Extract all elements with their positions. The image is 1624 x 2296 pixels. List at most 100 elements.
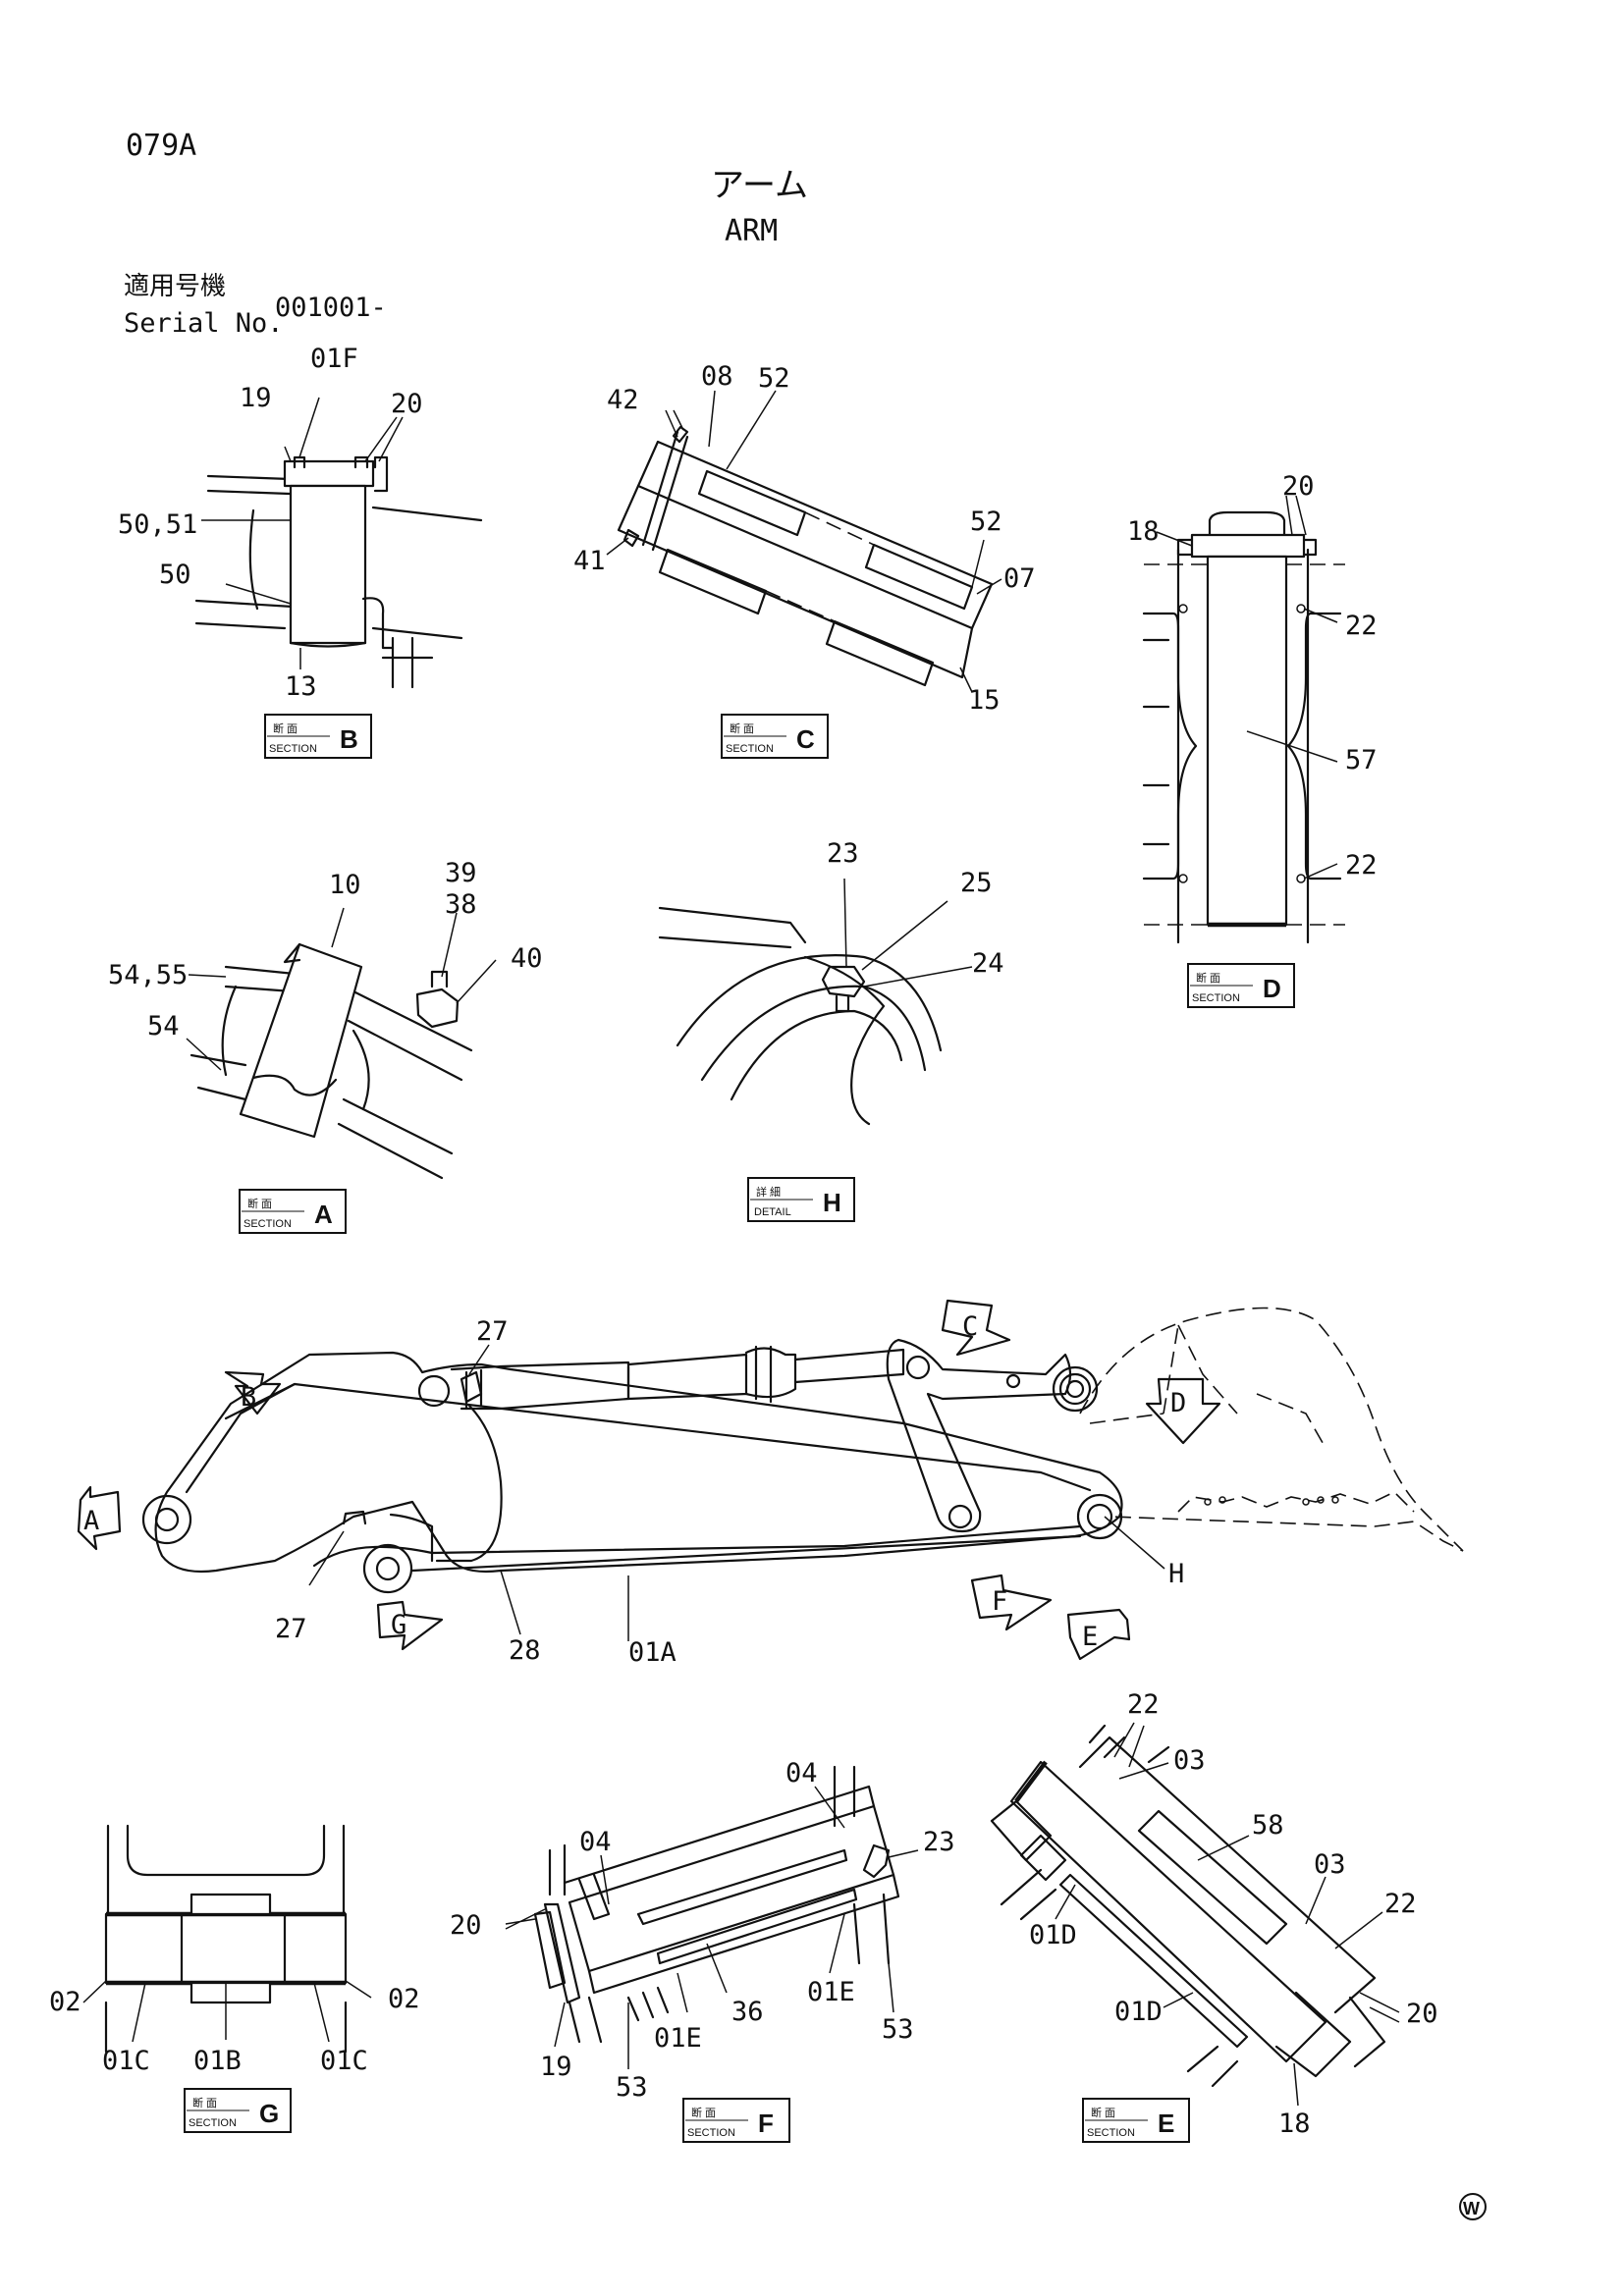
svg-text:断 面: 断 面 [192,2096,217,2109]
label-22-e-top: 22 [1127,1689,1160,1720]
section-b-drawing [194,397,483,689]
label-20-f: 20 [450,1910,482,1941]
arm-main-drawing [77,1299,1464,1661]
svg-text:SECTION: SECTION [1087,2127,1135,2139]
footer-w-mark: W [1459,2193,1487,2220]
section-tag-f: 断 面 SECTION F [682,2098,790,2143]
label-01F: 01F [310,344,358,374]
label-18-e: 18 [1278,2109,1311,2139]
label-10: 10 [329,870,361,900]
label-58: 58 [1252,1810,1284,1841]
svg-text:断 面: 断 面 [1196,971,1220,985]
svg-text:SECTION: SECTION [189,2117,237,2129]
label-01C-left: 01C [102,2046,150,2076]
label-01B: 01B [193,2046,242,2076]
title-en: ARM [725,214,778,248]
label-01D-left: 01D [1029,1920,1077,1950]
label-41: 41 [573,546,606,576]
label-39: 39 [445,858,477,888]
arrow-label-e: E [1082,1622,1098,1652]
label-01E-left: 01E [654,2023,702,2054]
detail-h-drawing [658,878,973,1126]
label-07: 07 [1003,563,1036,594]
svg-text:DETAIL: DETAIL [754,1206,791,1218]
section-a-drawing [186,907,497,1180]
svg-text:F: F [758,2109,774,2138]
svg-text:SECTION: SECTION [726,743,774,755]
section-f-drawing [505,1765,919,2069]
label-18-d: 18 [1127,516,1160,547]
label-50: 50 [159,560,191,590]
label-40: 40 [511,943,543,974]
svg-text:E: E [1158,2109,1174,2138]
label-50-51: 50,51 [118,509,197,540]
label-57: 57 [1345,745,1378,775]
arrow-label-d: D [1170,1388,1186,1418]
label-27-bottom: 27 [275,1614,307,1644]
section-e-drawing [990,1722,1400,2107]
svg-text:詳 細: 詳 細 [756,1185,781,1199]
svg-text:断 面: 断 面 [273,721,298,735]
section-d-drawing [1142,495,1345,944]
serial-label-en: Serial No. [124,308,284,339]
section-tag-e: 断 面 SECTION E [1082,2098,1190,2143]
label-20-e: 20 [1406,1999,1438,2029]
label-54-55: 54,55 [108,960,188,990]
svg-text:C: C [796,724,815,754]
label-03-top: 03 [1173,1745,1206,1776]
serial-label-jp: 適用号機 [124,272,226,301]
label-53-left: 53 [616,2072,648,2103]
label-36: 36 [731,1997,764,2027]
arrow-label-b: B [241,1382,256,1413]
label-52-top: 52 [758,363,790,394]
label-H-callout: H [1168,1559,1184,1589]
label-22-d-bottom: 22 [1345,850,1378,881]
svg-text:SECTION: SECTION [269,743,317,755]
label-52-right: 52 [970,507,1002,537]
detail-tag-h: 詳 細 DETAIL H [747,1177,855,1222]
label-13: 13 [285,671,317,702]
svg-text:SECTION: SECTION [1192,992,1240,1004]
serial-value: 001001- [275,293,387,323]
svg-text:断 面: 断 面 [1091,2106,1115,2119]
section-tag-b: 断 面 SECTION B [264,714,372,759]
label-02-right: 02 [388,1984,420,2014]
label-04-left: 04 [579,1827,612,1857]
arrow-label-c: C [962,1311,978,1342]
label-03-right: 03 [1314,1849,1346,1880]
svg-text:断 面: 断 面 [247,1197,272,1210]
label-19: 19 [240,383,272,413]
label-28: 28 [509,1635,541,1666]
label-42: 42 [607,385,639,415]
title-jp: アーム [711,166,808,205]
svg-text:断 面: 断 面 [691,2106,716,2119]
label-22-e-right: 22 [1384,1889,1417,1919]
label-27-top: 27 [476,1316,509,1347]
label-20-d: 20 [1282,471,1315,502]
svg-text:H: H [823,1188,841,1217]
svg-text:SECTION: SECTION [244,1218,292,1230]
arrow-label-g: G [391,1610,406,1640]
label-01A: 01A [628,1637,677,1668]
svg-text:断 面: 断 面 [730,721,754,735]
section-g-drawing [82,1824,372,2054]
label-08: 08 [701,361,733,392]
arrow-label-f: F [992,1586,1007,1617]
label-23-h: 23 [827,838,859,869]
section-tag-c: 断 面 SECTION C [721,714,829,759]
label-04-top: 04 [785,1758,818,1789]
label-54: 54 [147,1011,180,1041]
label-02-left: 02 [49,1987,81,2017]
label-38: 38 [445,889,477,920]
label-01C-right: 01C [320,2046,368,2076]
svg-text:D: D [1263,974,1281,1003]
svg-text:SECTION: SECTION [687,2127,735,2139]
label-19-f: 19 [540,2052,572,2082]
page-code: 079A [126,129,196,163]
svg-text:W: W [1463,2199,1480,2218]
label-01D-bottom: 01D [1114,1997,1163,2027]
section-tag-d: 断 面 SECTION D [1187,963,1295,1008]
label-22-d-top: 22 [1345,611,1378,641]
label-15: 15 [968,685,1001,716]
